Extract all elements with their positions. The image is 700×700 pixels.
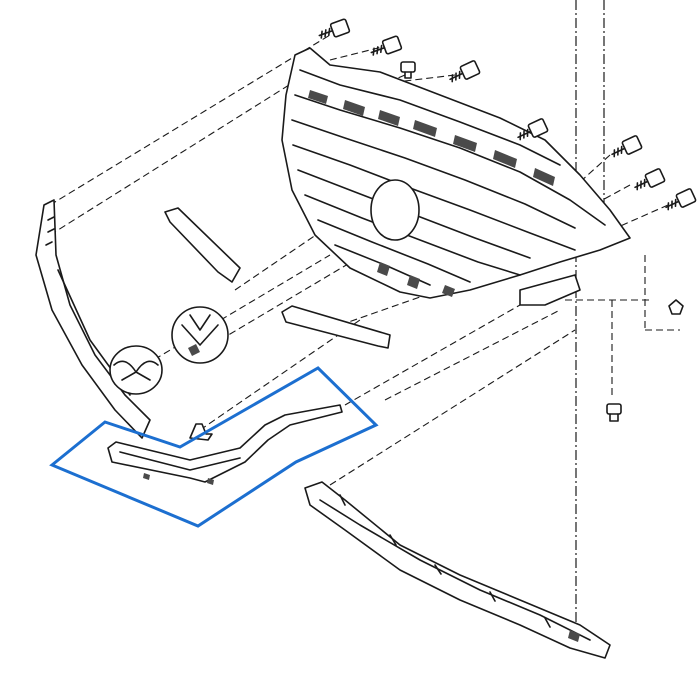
mounting-bolt	[517, 118, 549, 141]
grille-lower-molding-highlighted	[49, 366, 379, 528]
grille-trim-strip-lower	[281, 305, 391, 349]
emblem-front	[109, 345, 163, 395]
mounting-bolt	[665, 188, 697, 211]
lower-air-deflector	[304, 481, 611, 659]
mounting-bolt	[318, 18, 351, 39]
mounting-bolt	[370, 35, 403, 56]
grille-trim-strip-left	[164, 207, 241, 283]
grille-emblem-opening	[370, 179, 420, 241]
clip-fastener	[668, 299, 684, 315]
radiator-grille	[281, 47, 631, 306]
clip-fastener	[400, 61, 416, 79]
clip-fastener	[189, 423, 213, 441]
reference-centerlines	[575, 0, 605, 625]
clip-fastener	[606, 403, 622, 422]
emblem-base	[171, 306, 229, 364]
mounting-bolt	[449, 60, 481, 83]
grille-upper-molding	[35, 199, 151, 439]
highlight-outline	[49, 366, 379, 528]
mounting-bolts	[318, 18, 697, 422]
mounting-bolt	[634, 168, 666, 191]
mounting-bolt	[611, 135, 643, 158]
